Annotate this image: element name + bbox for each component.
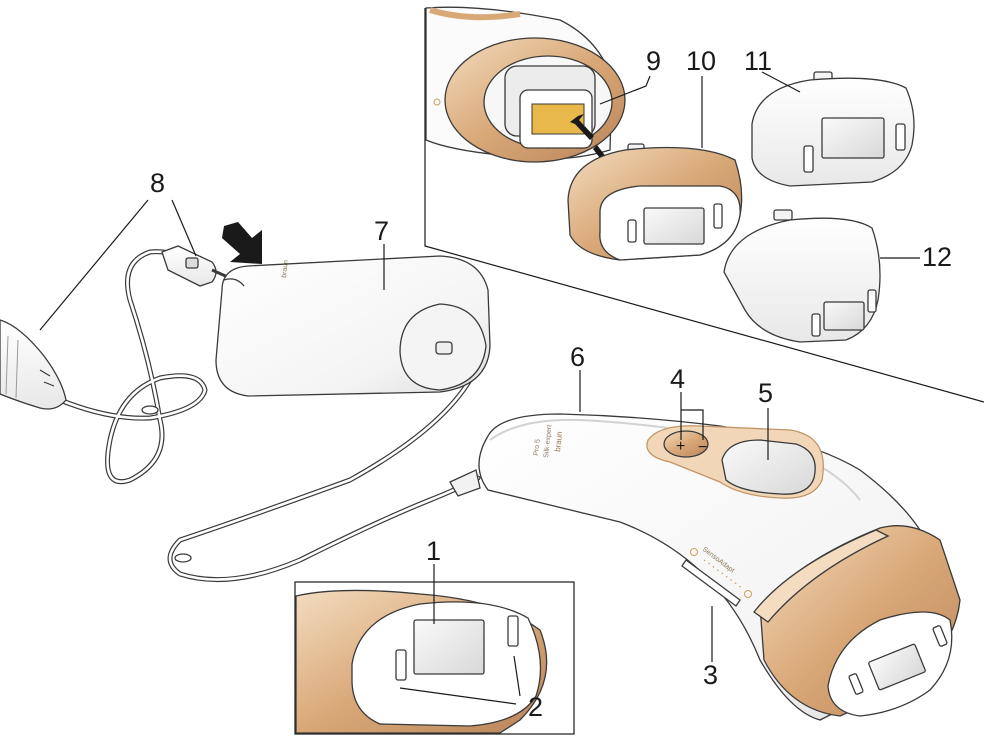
callout-numbers: 1 2 3 4 5 6 7 8 9 10 11 12 (150, 46, 952, 722)
label-4: 4 (670, 364, 685, 394)
leader-11 (761, 71, 801, 93)
attachment-10-gold (567, 143, 743, 261)
handset-model: Silk·expert (543, 425, 553, 459)
handset-model-sub: Pro 5 (533, 439, 542, 456)
sensor-dot-closeup (433, 98, 441, 106)
leader-lines (39, 199, 769, 705)
power-adapter: braun (215, 255, 491, 397)
adapter-connector-plug (161, 245, 231, 287)
attachments-inset (424, 6, 984, 403)
label-1: 1 (426, 536, 441, 566)
handset-brand: braun (553, 431, 564, 452)
window-closeup-inset (294, 581, 575, 735)
leader-9 (599, 75, 651, 105)
ipl-handset: + − braun Silk·expert Pro 5 SensoAdapt (449, 413, 961, 721)
intensity-buttons[interactable]: + − (663, 430, 709, 458)
label-5: 5 (758, 378, 773, 408)
label-7: 7 (374, 216, 389, 246)
label-11: 11 (744, 46, 772, 76)
label-10: 10 (686, 46, 716, 76)
label-12: 12 (922, 242, 952, 272)
mains-plug (0, 319, 67, 410)
closeup-sensor-left (395, 649, 407, 681)
closeup-sensor-right (507, 615, 519, 647)
leader-8a (39, 199, 149, 331)
label-6: 6 (570, 342, 585, 372)
attachment-11-white (751, 71, 915, 187)
label-2: 2 (528, 692, 543, 722)
adapter-brand: braun (281, 260, 290, 279)
plus-button-label: + (676, 438, 685, 455)
leader-2a (399, 687, 517, 705)
inset-border (424, 8, 984, 403)
minus-button-label: − (698, 439, 707, 456)
leader-8b (171, 199, 197, 257)
attachment-12-white (723, 209, 881, 343)
closeup-window (413, 619, 485, 675)
device-head-closeup (425, 6, 626, 163)
leader-4b (681, 409, 704, 440)
flash-button[interactable] (721, 439, 816, 495)
label-8: 8 (150, 168, 165, 198)
label-3: 3 (703, 660, 718, 690)
power-cords (57, 249, 481, 583)
label-9: 9 (646, 46, 661, 76)
insert-arrow (222, 222, 262, 264)
leader-2b (513, 655, 521, 697)
